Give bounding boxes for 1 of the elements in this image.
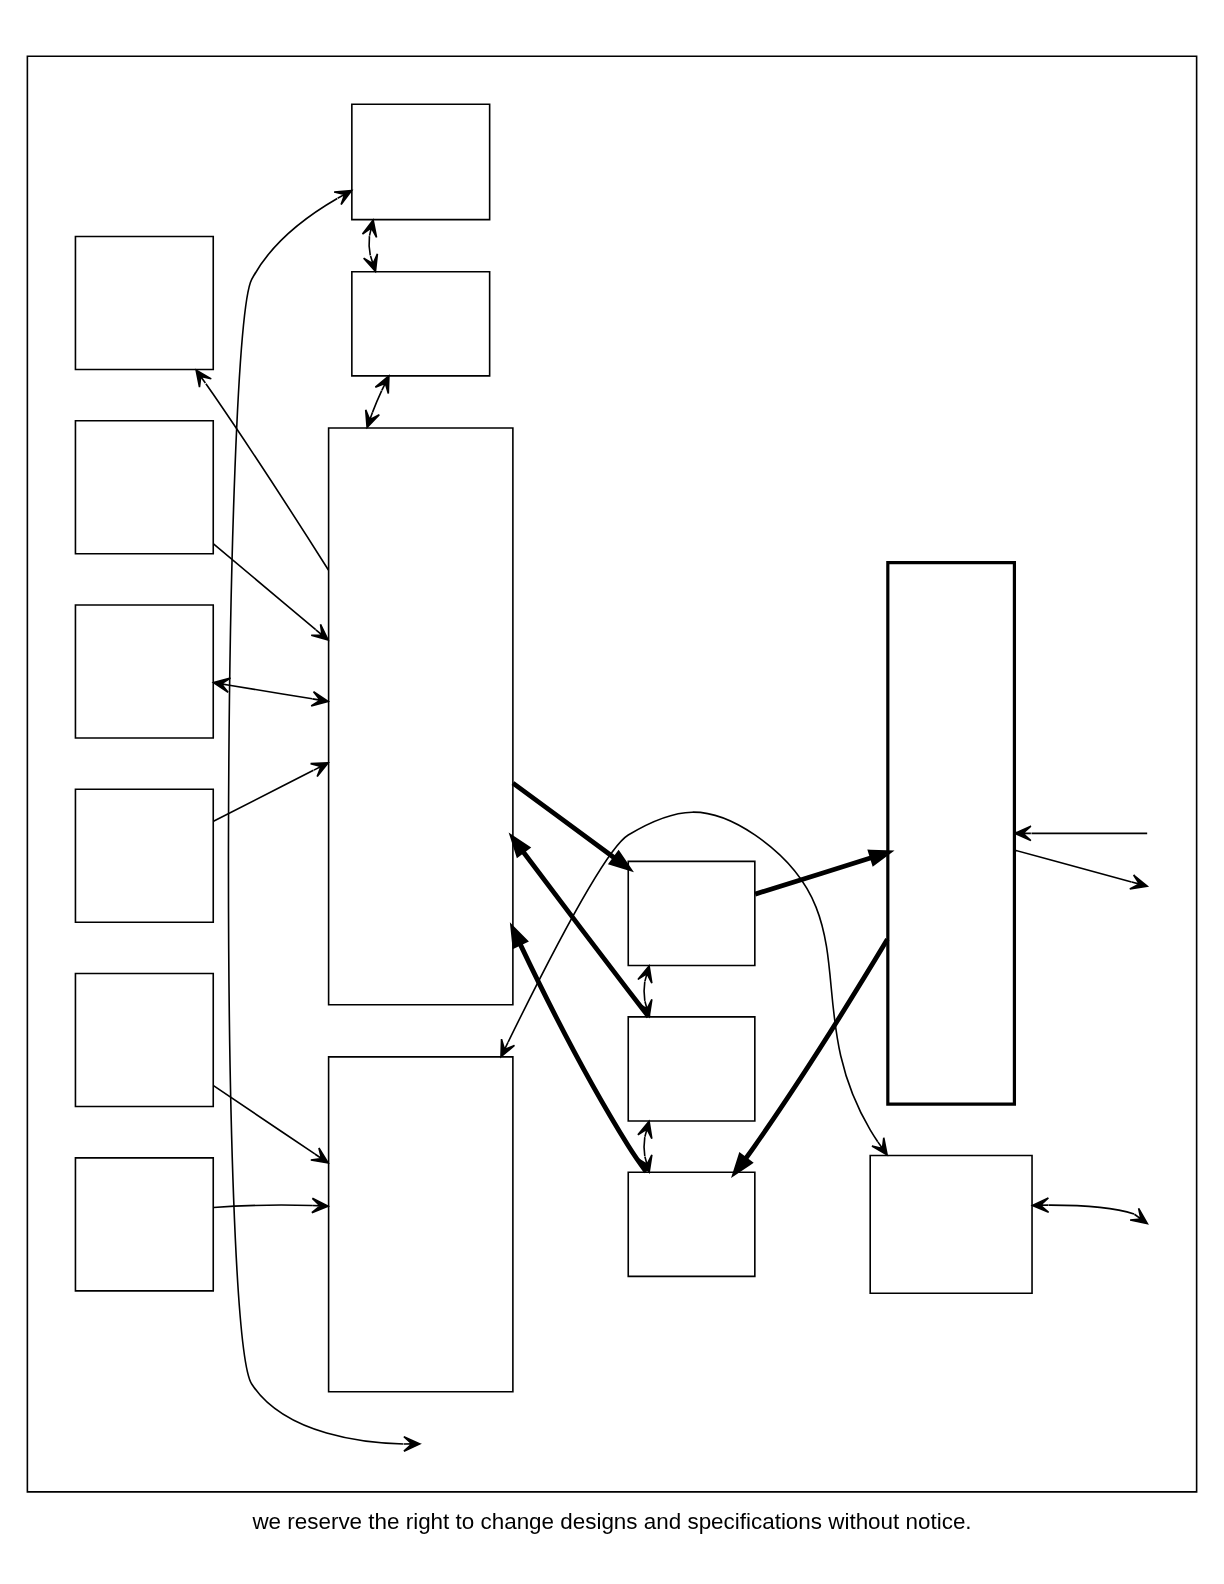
caption: we reserve the right to change designs and specifications without notice. (252, 1508, 972, 1534)
